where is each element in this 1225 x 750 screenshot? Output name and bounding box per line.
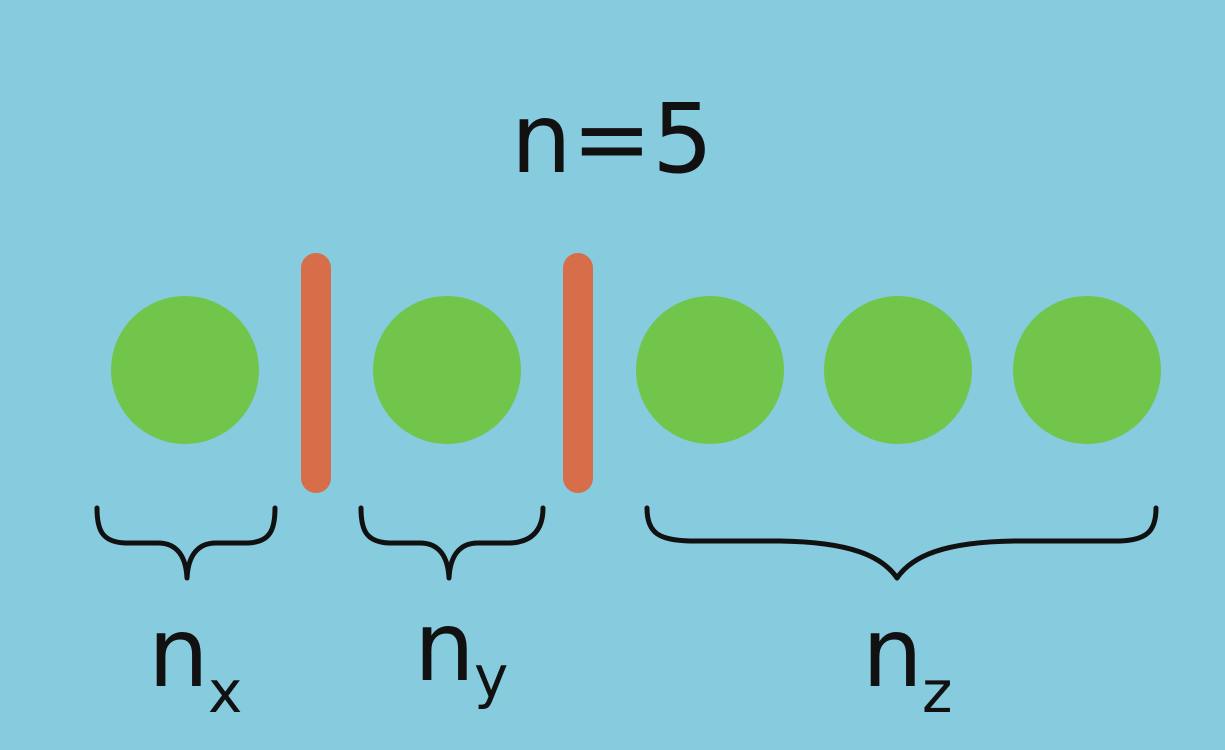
brace-z [644,505,1159,581]
ball-3 [636,296,784,444]
brace-x [94,505,278,581]
label-nx: n x [148,597,242,726]
ball-2 [373,296,521,444]
label-nz: n z [862,597,952,726]
label-ny: n y [414,591,508,711]
ball-1 [111,296,259,444]
label-ny-sub: y [474,643,508,711]
total-label: n=5 [511,83,713,195]
label-nx-base: n [148,597,209,709]
label-ny-base: n [414,591,475,703]
label-nz-base: n [862,597,923,709]
label-nx-sub: x [208,658,242,726]
ball-5 [1013,296,1161,444]
ball-4 [824,296,972,444]
label-nz-sub: z [922,658,952,726]
brace-y [358,505,546,581]
